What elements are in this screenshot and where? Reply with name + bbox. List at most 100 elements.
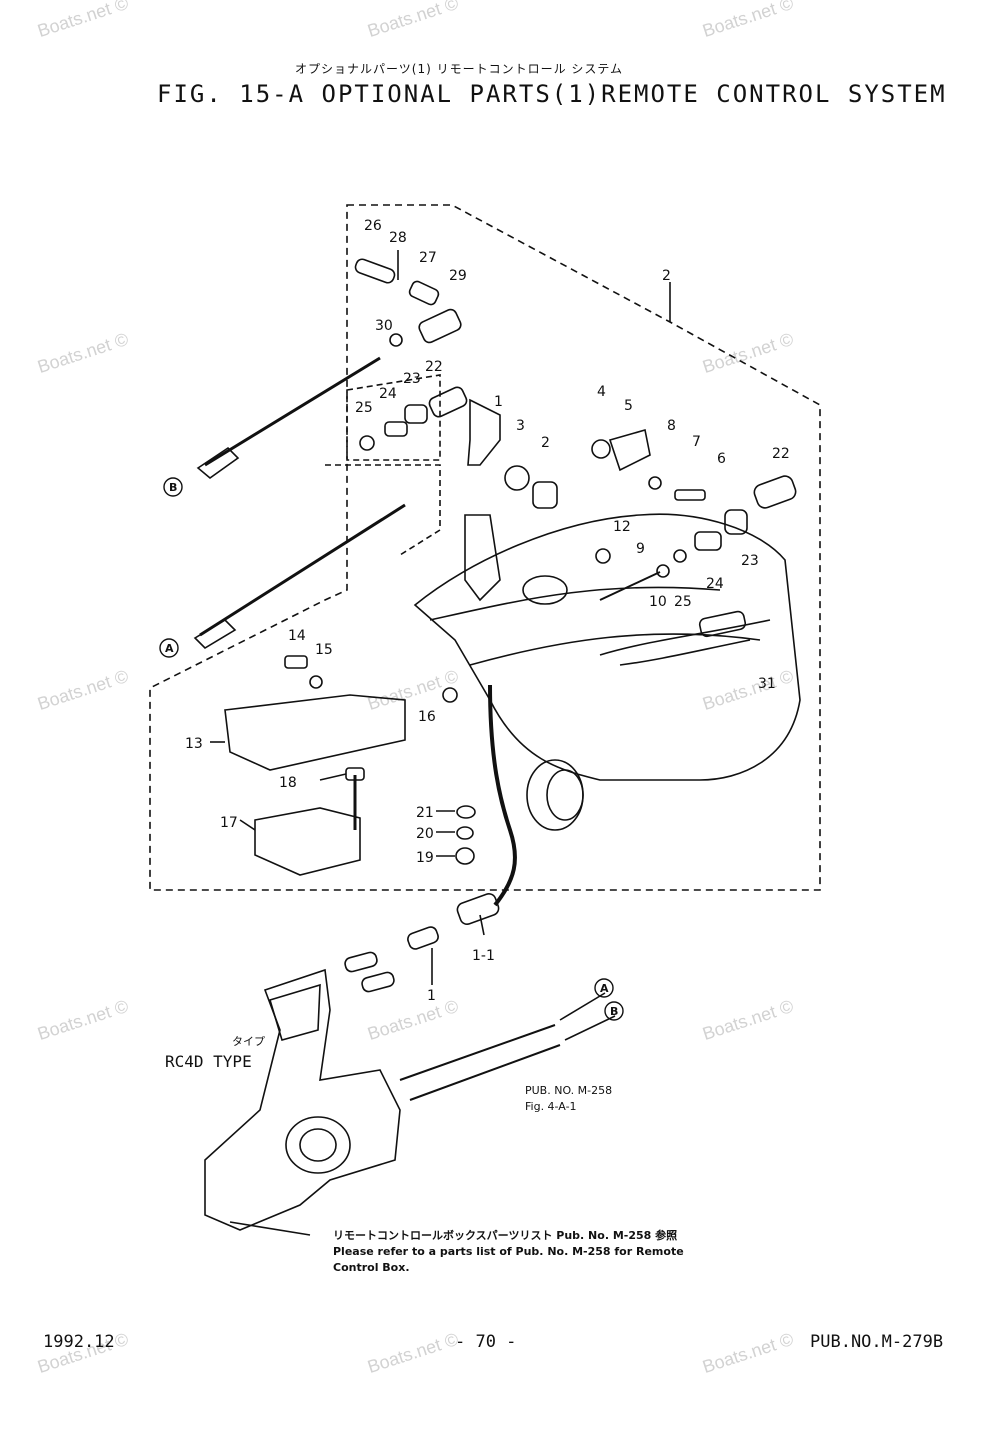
callout-16: 16 <box>418 709 436 725</box>
callout-23b: 23 <box>741 553 759 569</box>
title-japanese: オプショナルパーツ(1) リモートコントロール システム <box>295 62 624 76</box>
part-1-link <box>467 398 501 466</box>
callout-26: 26 <box>364 218 382 234</box>
remote-cable <box>488 684 517 907</box>
circle-label-b-remote: B <box>610 1005 618 1018</box>
footer-pub-no: PUB.NO.M-279B <box>810 1332 944 1352</box>
callout-22: 22 <box>425 359 443 375</box>
part-16 <box>442 687 458 703</box>
note-en-line2: Control Box. <box>333 1261 410 1274</box>
part-6 <box>674 489 706 501</box>
callout-27: 27 <box>419 250 437 266</box>
callout-1: 1 <box>494 394 503 410</box>
callout-21: 21 <box>416 805 434 821</box>
footer-date: 1992.12 <box>43 1332 115 1352</box>
part-19 <box>455 847 475 865</box>
part-31-connector <box>698 610 747 638</box>
part-25-left <box>359 435 375 451</box>
callout-7: 7 <box>692 434 701 450</box>
ref-pub-no: PUB. NO. M-258 <box>525 1084 613 1097</box>
callout-6: 6 <box>717 451 726 467</box>
part-26 <box>354 258 396 284</box>
callout-28: 28 <box>389 230 407 246</box>
callout-9: 9 <box>636 541 645 557</box>
gear-housing <box>526 759 584 831</box>
part-25-right <box>673 549 687 563</box>
callout-30: 30 <box>375 318 393 334</box>
circle-label-b-top: B <box>169 481 177 494</box>
callout-3: 3 <box>516 418 525 434</box>
part-22-right <box>753 475 797 509</box>
shift-cam <box>522 575 568 605</box>
callout-8: 8 <box>667 418 676 434</box>
callout-14: 14 <box>288 628 306 644</box>
link-bracket-group <box>346 374 441 461</box>
callout-12: 12 <box>613 519 631 535</box>
page-number: - 70 - <box>455 1332 517 1352</box>
engine-block <box>413 513 801 781</box>
cable-b-upper <box>204 356 381 467</box>
cable-a-middle <box>199 503 406 637</box>
callout-4: 4 <box>597 384 606 400</box>
note-jp: リモートコントロールボックスパーツリスト Pub. No. M-258 参照 <box>333 1229 678 1242</box>
circle-label-a-mid: A <box>165 642 174 655</box>
remote-control-box <box>204 968 401 1231</box>
callout-17: 17 <box>220 815 238 831</box>
part-15 <box>309 675 323 689</box>
part-2-bushing <box>532 481 558 509</box>
callout-22b: 22 <box>772 446 790 462</box>
part-17-plate <box>254 807 361 876</box>
part-14 <box>284 655 308 669</box>
remote-box-dial <box>285 1116 351 1174</box>
callout-18: 18 <box>279 775 297 791</box>
callout-24b: 24 <box>706 576 724 592</box>
part-24-right <box>694 531 722 551</box>
page-title: FIG. 15-A OPTIONAL PARTS(1)REMOTE CONTRO… <box>157 80 947 108</box>
ref-fig: Fig. 4-A-1 <box>525 1100 577 1113</box>
callout-10: 10 <box>649 594 667 610</box>
circle-label-a-remote: A <box>600 982 609 995</box>
part-12 <box>595 548 611 564</box>
part-8 <box>648 476 662 490</box>
callout-31: 31 <box>758 676 776 692</box>
part-9 <box>599 571 661 601</box>
part-3 <box>504 465 530 491</box>
part-4 <box>591 439 611 459</box>
callout-25b: 25 <box>674 594 692 610</box>
remote-cables-out <box>399 1024 556 1081</box>
part-10 <box>656 564 670 578</box>
part-30 <box>389 333 403 347</box>
callout-23: 23 <box>403 371 421 387</box>
callout-13: 13 <box>185 736 203 752</box>
note-en-line1: Please refer to a parts list of Pub. No.… <box>333 1245 684 1258</box>
callout-5: 5 <box>624 398 633 414</box>
callout-19: 19 <box>416 850 434 866</box>
type-label-jp: タイプ <box>232 1035 265 1048</box>
part-22-left <box>428 386 468 418</box>
bracket-vertical <box>464 514 501 602</box>
callout-29: 29 <box>449 268 467 284</box>
callout-1-1: 1-1 <box>472 948 495 964</box>
callout-25: 25 <box>355 400 373 416</box>
part-1-1-boot <box>456 892 500 926</box>
part-23-right <box>724 509 748 535</box>
part-23-left <box>404 404 428 424</box>
part-29 <box>418 308 462 344</box>
callout-2b: 2 <box>541 435 550 451</box>
part-21 <box>456 805 476 819</box>
part-5 <box>608 428 651 472</box>
assembly-boundary <box>149 204 821 891</box>
part-13-bracket <box>224 694 406 771</box>
callout-2: 2 <box>662 268 671 284</box>
callout-24: 24 <box>379 386 397 402</box>
part-1-connector <box>407 926 439 950</box>
callout-15: 15 <box>315 642 333 658</box>
part-20 <box>456 826 474 840</box>
callout-20: 20 <box>416 826 434 842</box>
type-label: RC4D TYPE <box>165 1052 252 1071</box>
part-24-left <box>384 421 408 437</box>
part-27 <box>408 280 440 306</box>
callout-1b: 1 <box>427 988 436 1004</box>
